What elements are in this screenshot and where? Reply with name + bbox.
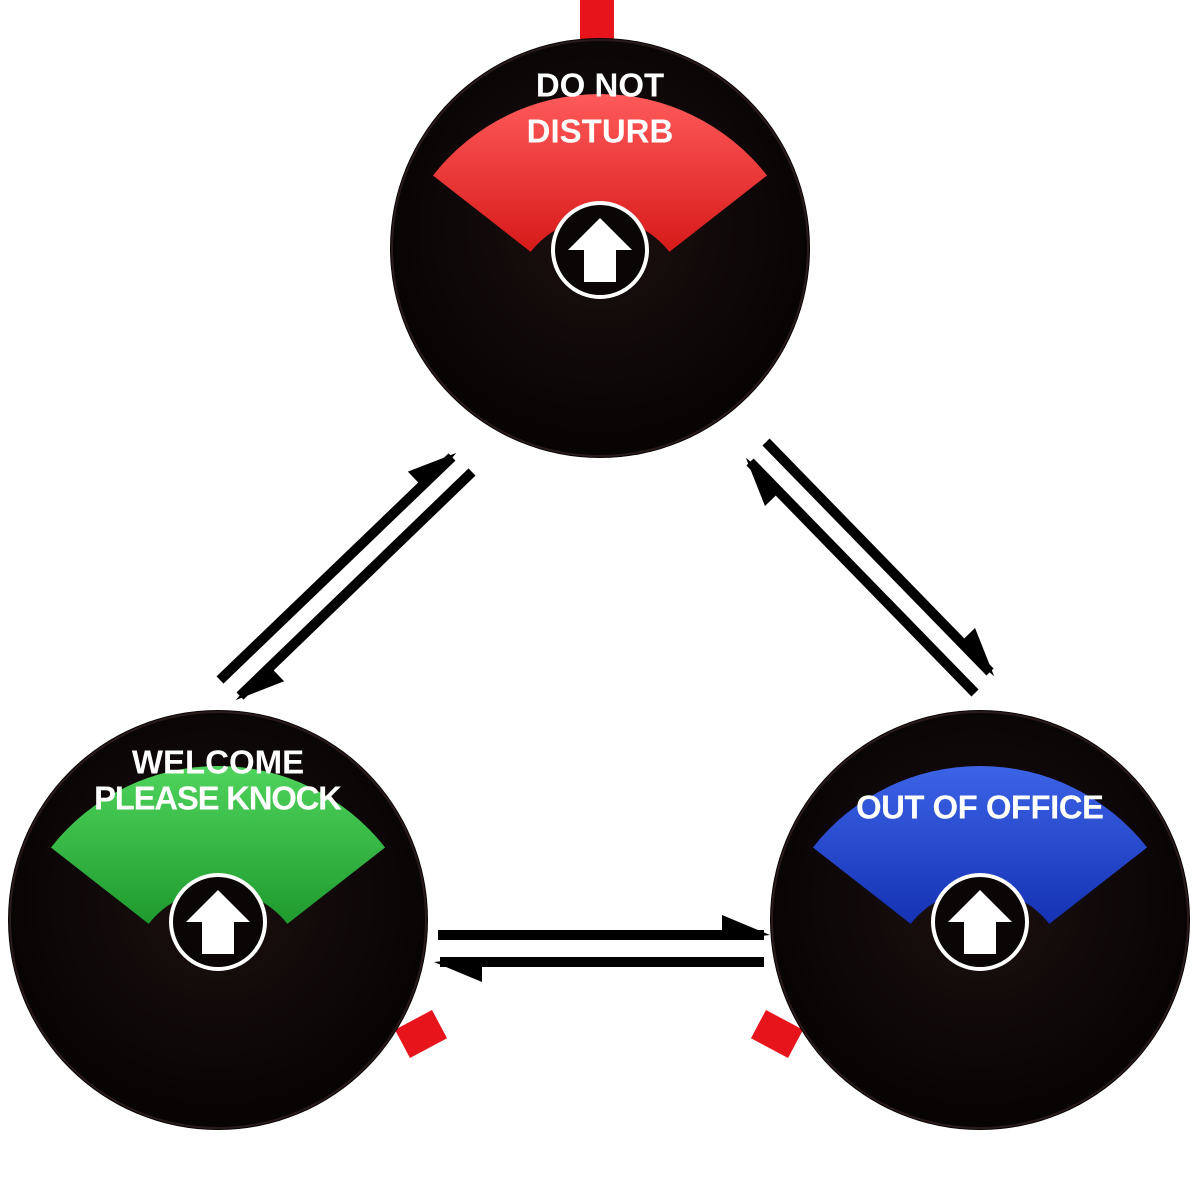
up-arrow-icon (551, 201, 649, 299)
status-window (432, 93, 768, 252)
sign-label-line: PLEASE KNOCK (94, 780, 342, 817)
slider-tab[interactable] (394, 1010, 448, 1058)
sign-label-line: DO NOT (536, 67, 664, 104)
status-window (50, 766, 386, 924)
sign-label-line: DISTURB (527, 113, 674, 150)
sign-do-not-disturb: DO NOT DISTURB (390, 0, 810, 458)
sign-label-line: WELCOME (132, 744, 304, 781)
sign-disc-rim (771, 711, 1189, 1129)
transition-arrow (745, 457, 979, 697)
sign-label-line: OUT OF OFFICE (856, 789, 1104, 826)
status-window (812, 766, 1148, 924)
transition-arrow (216, 452, 457, 684)
sign-disc-rim (9, 711, 427, 1129)
up-arrow-icon (169, 873, 267, 971)
transition-arrow (438, 915, 770, 940)
slider-tab[interactable] (750, 1010, 804, 1058)
transition-arrows (216, 438, 995, 982)
transition-arrow (762, 438, 995, 677)
sign-disc-rim (391, 39, 809, 457)
transition-arrow (434, 957, 764, 982)
sign-out-of-office: OUT OF OFFICE (750, 710, 1190, 1130)
transition-arrow (235, 468, 476, 701)
up-arrow-icon (931, 873, 1029, 971)
